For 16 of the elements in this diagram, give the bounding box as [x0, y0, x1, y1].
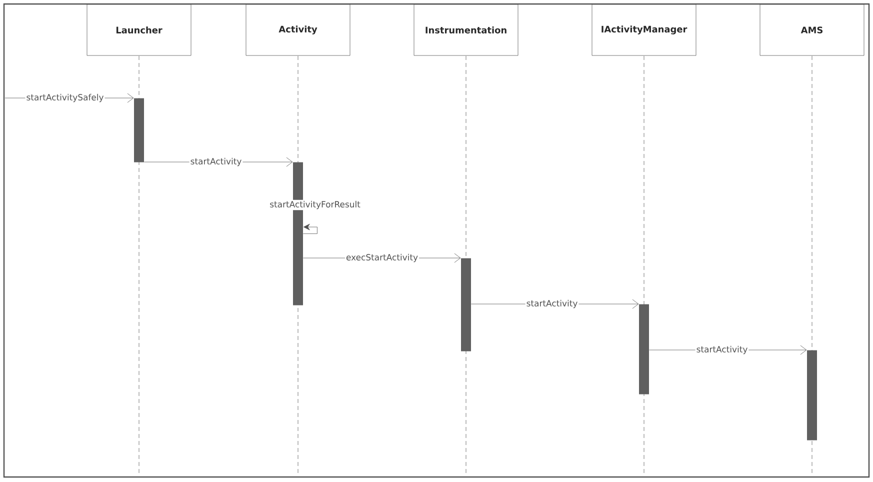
message-label: startActivity [695, 344, 749, 356]
activation-bar [461, 258, 471, 352]
lifeline-header-box: IActivityManager [592, 4, 696, 56]
message-label: startActivitySafely [25, 92, 105, 104]
lifeline-header-box: AMS [760, 4, 864, 56]
message-label: startActivity [189, 156, 243, 168]
self-message-arrow [303, 224, 318, 234]
message-label: execStartActivity [345, 252, 420, 264]
lifeline-header-box: Instrumentation [414, 4, 518, 56]
activation-bar [639, 304, 649, 394]
message-label: startActivityForResult [268, 200, 362, 210]
lifeline-header-box: Launcher [86, 4, 192, 56]
activation-bar [807, 350, 817, 440]
activation-bar [134, 98, 144, 162]
message-label: startActivity [525, 298, 579, 310]
lifeline-header-box: Activity [246, 4, 350, 56]
